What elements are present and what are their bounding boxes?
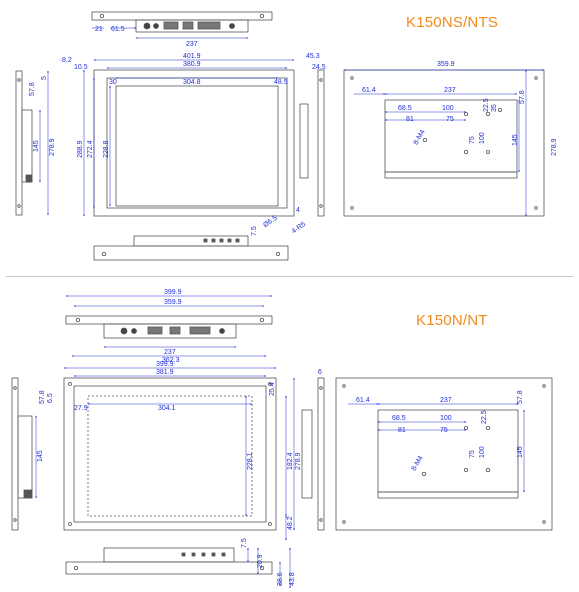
- front-view-n-dims: [63, 367, 295, 541]
- dim-b-rear-57-8: 57.8: [517, 390, 524, 404]
- front-view-ns-dims: [83, 59, 295, 217]
- dim-b-front-25-4: 25.4: [269, 382, 276, 396]
- dim-front-45-3: 45.3: [306, 53, 320, 60]
- dim-rear-v75: 75: [469, 136, 476, 144]
- dim-b-rear-61-4: 61.4: [356, 397, 370, 404]
- dim-b-top-362-3: 362.3: [162, 357, 180, 364]
- side-view-ns: [15, 70, 33, 216]
- top-view-n: [65, 315, 273, 339]
- dim-b-bottom-7-5: 7.5: [241, 538, 248, 548]
- dim-rear-81: 81: [406, 116, 414, 123]
- right-side-view-ns: [299, 69, 325, 217]
- dim-front-380-9: 380.9: [183, 61, 201, 68]
- rear-view-n: [335, 377, 553, 531]
- dim-front-8-2: 8.2: [62, 57, 72, 64]
- dim-b-rear-22-5: 22.5: [481, 410, 488, 424]
- dim-top-237: 237: [186, 41, 198, 48]
- dim-b-top-237: 237: [164, 349, 176, 356]
- dim-front-hole: Ø6.5: [262, 215, 279, 229]
- dim-b-front-381-9: 381.9: [156, 369, 174, 376]
- dim-b-front-304-1: 304.1: [158, 405, 176, 412]
- dim-front-304-8: 304.8: [183, 79, 201, 86]
- dim-rear-237: 237: [444, 87, 456, 94]
- dim-side-278-9: 278.9: [49, 138, 56, 156]
- dim-b-front-228-1: 228.1: [247, 452, 254, 470]
- dim-b-bottom-43-8: 43.8: [289, 572, 296, 586]
- model-title-bottom: K150N/NT: [416, 312, 488, 329]
- dim-b-rear-100: 100: [440, 415, 452, 422]
- dim-rear-57-8: 57.8: [519, 90, 526, 104]
- dim-b-bottom-38-6: 38.6: [277, 572, 284, 586]
- top-view-ns: [91, 11, 273, 33]
- dim-front-corner: 4-R5: [291, 221, 308, 235]
- dim-front-10-5: 10.5: [74, 64, 88, 71]
- dim-rear-359-9: 359.9: [437, 61, 455, 68]
- dim-b-side-145: 145: [37, 450, 44, 462]
- dim-b-front-182-4: 182.4: [287, 452, 294, 470]
- dim-b-rear-75: 75: [440, 427, 448, 434]
- dim-b-rear-81: 81: [398, 427, 406, 434]
- dim-front-228-8: 228.8: [103, 140, 110, 158]
- bottom-view-n-dims: [247, 547, 291, 589]
- dim-front-401-9: 401.9: [183, 53, 201, 60]
- dim-rear-8-m4: 8-M4: [413, 129, 427, 146]
- dim-rear-278-9: 278.9: [551, 138, 558, 156]
- dim-b-front-278-9: 278.9: [295, 452, 302, 470]
- dim-b-rear-145: 145: [517, 446, 524, 458]
- top-view-ns-dims: [92, 27, 249, 39]
- dim-b-side-57-8: 57.8: [39, 390, 46, 404]
- dim-rear-75: 75: [446, 116, 454, 123]
- dim-b-front-399-9: 399.9: [156, 361, 174, 368]
- dim-b-rear-68-5: 68.5: [392, 415, 406, 422]
- dim-rear-68-5: 68.5: [398, 105, 412, 112]
- dim-b-rear-v100: 100: [479, 446, 486, 458]
- dim-rear-61-4: 61.4: [362, 87, 376, 94]
- top-view-n-dims: [65, 295, 273, 357]
- dim-b-rear-v75: 75: [469, 450, 476, 458]
- dim-rear-145: 145: [512, 134, 519, 146]
- dim-front-4: 4: [296, 207, 300, 214]
- dim-front-48-5: 48.5: [274, 79, 288, 86]
- section-divider: [6, 276, 573, 277]
- dim-b-front-48-2: 48.2: [287, 516, 294, 530]
- dim-top-21: 21: [95, 26, 103, 33]
- rear-view-ns-dims: [343, 69, 545, 217]
- bottom-view-n: [65, 547, 273, 575]
- dim-b-rear-8-m4: 8-M4: [411, 455, 425, 472]
- dim-b-front-6: 6: [318, 369, 322, 376]
- front-view-ns: [93, 69, 295, 217]
- dim-side-145: 145: [33, 140, 40, 152]
- dim-front-30: 30: [109, 79, 117, 86]
- dim-b-top-399-9: 399.9: [164, 289, 182, 296]
- dim-front-24-5: 24.5: [312, 64, 326, 71]
- dim-front-7-5: 7.5: [251, 226, 258, 236]
- dim-rear-v100: 100: [479, 132, 486, 144]
- dim-front-272-4: 272.4: [87, 140, 94, 158]
- model-title-top: K150NS/NTS: [406, 14, 499, 31]
- side-view-n: [11, 377, 33, 531]
- dim-side-5: 5: [41, 76, 48, 80]
- rear-view-n-dims: [348, 403, 525, 493]
- dim-b-bottom-20-9: 20.9: [257, 554, 264, 568]
- right-side-view-n: [301, 377, 325, 531]
- dim-b-side-6-5: 6.5: [47, 393, 54, 403]
- side-view-ns-dims: [39, 70, 49, 216]
- bottom-view-ns: [93, 235, 289, 261]
- dim-b-top-359-9: 359.9: [164, 299, 182, 306]
- dim-b-rear-237: 237: [440, 397, 452, 404]
- front-view-n: [63, 377, 277, 531]
- dim-rear-100: 100: [442, 105, 454, 112]
- dim-rear-22-5: 22.5: [483, 98, 490, 112]
- dim-rear-35: 35: [491, 104, 498, 112]
- dim-front-288-9: 288.9: [77, 140, 84, 158]
- dim-b-front-27-9: 27.9: [74, 405, 88, 412]
- dim-side-57-8: 57.8: [29, 82, 36, 96]
- dim-top-61-5: 61.5: [111, 26, 125, 33]
